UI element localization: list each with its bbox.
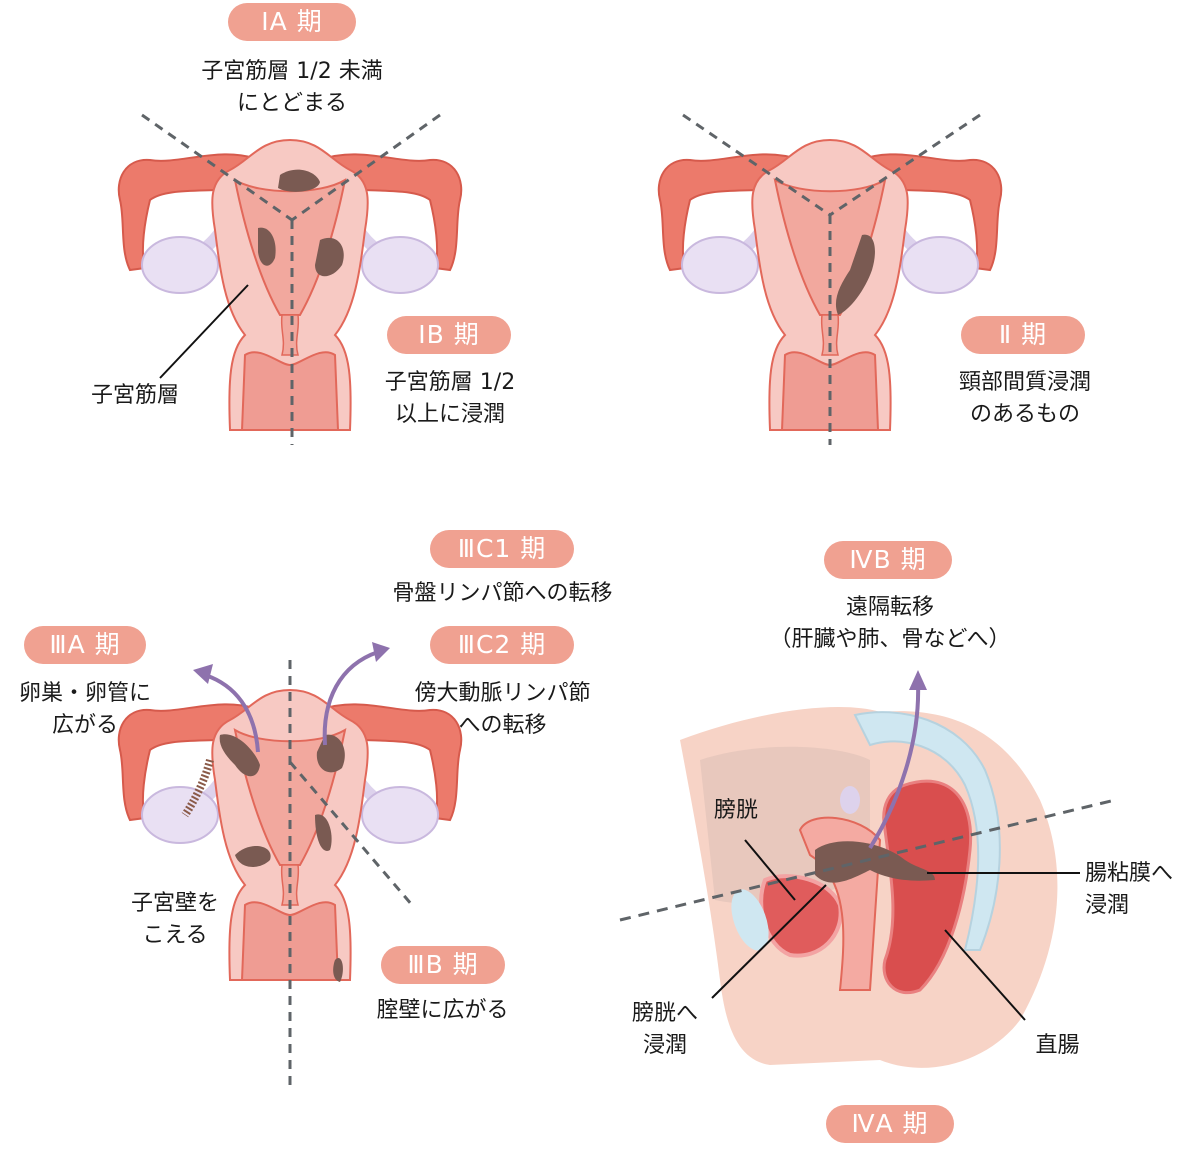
rectum-label: 直腸 [1035, 1033, 1080, 1058]
stage-iiib-badge: ⅢB 期 [381, 946, 505, 984]
arrow-head-right-icon [372, 642, 390, 662]
uterus-stage-i [119, 140, 462, 430]
spread-arrows-stage-iii [204, 650, 379, 753]
stage-ivb-description: 遠隔転移 （肝臓や肺、骨などへ） [769, 595, 1011, 652]
stage-iiia-badge: ⅢA 期 [24, 626, 146, 664]
leader-line-myometrium [159, 284, 249, 379]
stage-ivb-badge: ⅣB 期 [824, 541, 952, 579]
stage-iiib-description: 腟壁に広がる [376, 998, 509, 1023]
stage-iiia-description: 卵巣・卵管に 広がる [18, 681, 151, 738]
bladder-label: 膀胱 [713, 798, 758, 823]
stage-ii-description: 頸部間質浸潤 のあるもの [958, 370, 1091, 427]
stage-ia-badge: ⅠA 期 [228, 3, 356, 41]
stage-ib-badge: ⅠB 期 [387, 316, 511, 354]
dashed-guide-lines-stage-ii [682, 113, 981, 445]
uterus-stage-iii [119, 690, 462, 982]
uterus-stage-ii [659, 140, 1002, 430]
stage-iiic2-badge: ⅢC2 期 [430, 626, 574, 664]
stage-iiic2-description: 傍大動脈リンパ節 への転移 [414, 681, 591, 738]
stage-ib-description: 子宮筋層 1/2 以上に浸潤 [384, 370, 516, 427]
bladder-invasion-label: 膀胱へ 浸潤 [631, 1001, 698, 1058]
myometrium-label: 子宮筋層 [90, 383, 179, 408]
sagittal-pelvis-stage-iv [619, 670, 1116, 1068]
stage-ii-badge: Ⅱ 期 [961, 316, 1085, 354]
arrow-head-left-icon [193, 664, 213, 684]
stage-iva-badge: ⅣA 期 [826, 1105, 954, 1143]
stage-iiic1-description: 骨盤リンパ節への転移 [392, 581, 613, 606]
beyond-uterine-wall-label: 子宮壁を こえる [130, 891, 219, 948]
stage-ia-description: 子宮筋層 1/2 未満 にとどまる [201, 59, 383, 116]
dashed-guide-lines-stage-i [141, 113, 441, 445]
bowel-mucosa-invasion-label: 腸粘膜へ 浸潤 [1085, 861, 1174, 918]
dashed-guide-lines-stage-iii [288, 660, 414, 1085]
arrow-head-up-icon [909, 670, 927, 690]
stage-iiic1-badge: ⅢC1 期 [430, 530, 574, 568]
